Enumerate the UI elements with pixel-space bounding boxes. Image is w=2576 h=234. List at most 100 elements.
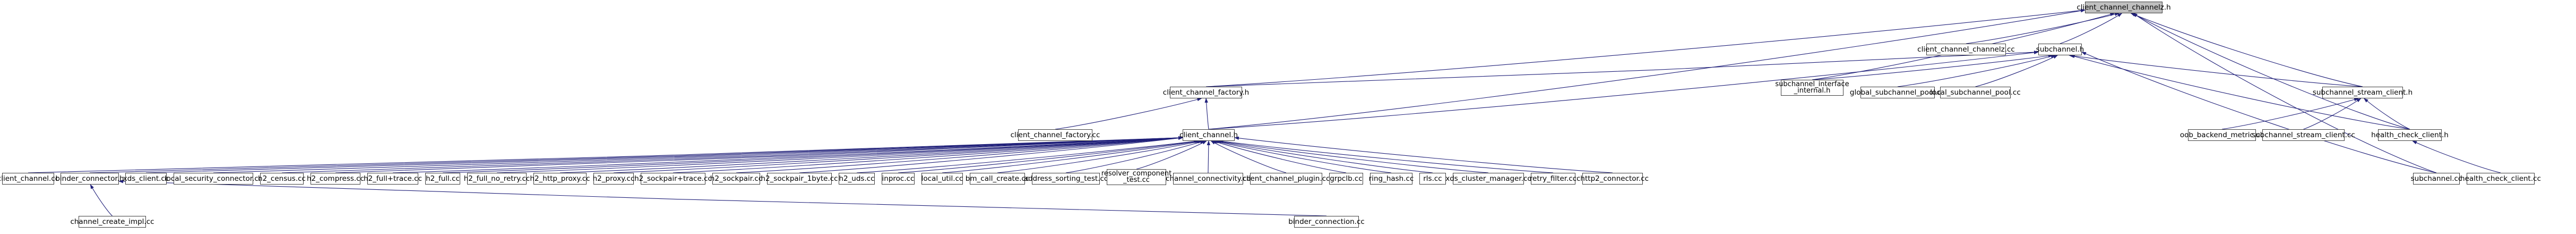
graph-edge bbox=[392, 136, 1183, 173]
graph-node-label: client_channel_factory.cc bbox=[1010, 130, 1100, 139]
graph-node[interactable]: bm_call_create.cc bbox=[966, 173, 1029, 185]
graph-node[interactable]: xds_cluster_manager.cc bbox=[1445, 173, 1531, 185]
graph-node[interactable]: channel_connectivity.cc bbox=[1166, 173, 1251, 185]
graph-node[interactable]: h2_http_proxy.cc bbox=[530, 173, 590, 185]
graph-node-label: grpclb.cc bbox=[1330, 174, 1363, 183]
graph-edge bbox=[89, 136, 1183, 173]
graph-node-label: h2_sockpair+trace.cc bbox=[634, 174, 712, 183]
graph-node[interactable]: subchannel_interface_internal.h bbox=[1775, 80, 1849, 96]
graph-node[interactable]: global_subchannel_pool.cc bbox=[1850, 87, 1945, 98]
graph-node-label: xds_cluster_manager.cc bbox=[1445, 174, 1531, 183]
graph-node-label: channel_create_impl.cc bbox=[70, 217, 154, 226]
graph-node-label: chttp2_connector.cc bbox=[1576, 174, 1649, 183]
graph-node-label: binder_connector.h bbox=[55, 174, 124, 183]
graph-node[interactable]: client_channel_factory.h bbox=[1163, 87, 1249, 98]
graph-edge bbox=[2132, 13, 2410, 130]
graph-node[interactable]: ring_hash.cc bbox=[1368, 173, 1414, 185]
graph-node[interactable]: h2_compress.cc bbox=[307, 173, 364, 185]
graph-node[interactable]: rls.cc bbox=[1419, 173, 1446, 185]
graph-node[interactable]: subchannel_stream_client.h bbox=[2313, 87, 2413, 98]
graph-node-label: address_sorting_test.cc bbox=[1023, 174, 1108, 183]
graph-node[interactable]: health_check_client.cc bbox=[2460, 173, 2541, 185]
graph-node-label: xds_client.cc bbox=[123, 174, 169, 183]
graph-node[interactable]: h2_proxy.cc bbox=[593, 173, 634, 185]
graph-node-label: rls.cc bbox=[1423, 174, 1442, 183]
graph-edge bbox=[2081, 52, 2437, 173]
graph-node[interactable]: xds_client.cc bbox=[123, 173, 169, 185]
graph-node[interactable]: client_channel_channelz.h bbox=[2077, 2, 2171, 13]
graph-node-label: client_channel_factory.h bbox=[1162, 88, 1250, 97]
graph-node[interactable]: h2_full.cc bbox=[425, 173, 460, 185]
graph-edge bbox=[90, 184, 113, 216]
graph-node-label: ring_hash.cc bbox=[1368, 174, 1414, 183]
graph-node-label: h2_sockpair_1byte.cc bbox=[761, 174, 838, 183]
graph-node[interactable]: h2_uds.cc bbox=[839, 173, 875, 185]
graph-node[interactable]: h2_full_no_retry.cc bbox=[464, 173, 530, 185]
graph-node[interactable]: address_sorting_test.cc bbox=[1024, 173, 1108, 185]
graph-node-label: subchannel.cc bbox=[2410, 174, 2462, 183]
graph-node[interactable]: subchannel_stream_client.cc bbox=[2252, 129, 2355, 141]
graph-edge bbox=[28, 136, 1183, 173]
graph-node-label: h2_full.cc bbox=[426, 174, 460, 183]
graph-edge bbox=[997, 140, 1203, 173]
graph-node-label: health_check_client.h bbox=[2371, 130, 2449, 139]
graph-edge bbox=[1214, 140, 1433, 173]
graph-node[interactable]: chttp2_connector.cc bbox=[1576, 173, 1649, 185]
graph-node-label: retry_filter.cc bbox=[1529, 174, 1577, 183]
graph-node-label: local_security_connector.cc bbox=[164, 174, 263, 183]
graph-edge bbox=[942, 140, 1201, 173]
graph-edge bbox=[1975, 55, 2058, 87]
graph-node-label: client_channel.h bbox=[1179, 130, 1238, 139]
graph-node[interactable]: local_subchannel_pool.cc bbox=[1930, 87, 2021, 98]
graph-node[interactable]: subchannel.h bbox=[2036, 44, 2084, 55]
graph-node[interactable]: retry_filter.cc bbox=[1529, 173, 1577, 185]
graph-edge bbox=[1207, 140, 1211, 173]
graph-node[interactable]: h2_sockpair_1byte.cc bbox=[761, 173, 838, 185]
graph-node[interactable]: grpclb.cc bbox=[1329, 173, 1363, 185]
graph-node[interactable]: client_channel_channelz.cc bbox=[1917, 44, 2015, 55]
graph-node[interactable]: binder_connection.cc bbox=[1288, 216, 1365, 228]
graph-edge bbox=[2130, 13, 2363, 87]
graph-node[interactable]: resolver_component_test.cc bbox=[1101, 169, 1171, 185]
graph-node[interactable]: inproc.cc bbox=[882, 173, 915, 185]
graph-node-label: _internal.h bbox=[1794, 87, 1831, 95]
graph-node-label: h2_sockpair.cc bbox=[710, 174, 763, 183]
graph-edge bbox=[118, 179, 1327, 216]
graph-node[interactable]: client_channel_plugin.cc bbox=[1243, 173, 1330, 185]
graph-node[interactable]: client_channel_factory.cc bbox=[1011, 129, 1100, 141]
graph-node[interactable]: subchannel.cc bbox=[2410, 173, 2462, 185]
graph-edge bbox=[613, 136, 1183, 173]
graph-node[interactable]: binder_connector.h bbox=[55, 173, 124, 185]
graph-node[interactable]: local_security_connector.cc bbox=[165, 173, 262, 185]
graph-node-label: client_channel_channelz.h bbox=[2077, 3, 2171, 12]
graph-node-label: inproc.cc bbox=[882, 174, 915, 183]
graph-edge bbox=[213, 136, 1183, 173]
graph-node-label: channel_connectivity.cc bbox=[1166, 174, 1251, 183]
graph-node[interactable]: oob_backend_metric.cc bbox=[2180, 129, 2264, 141]
graph-node[interactable]: h2_full+trace.cc bbox=[364, 173, 422, 185]
graph-node[interactable]: h2_sockpair.cc bbox=[710, 173, 763, 185]
graph-edge bbox=[1065, 140, 1205, 173]
graph-edge bbox=[442, 136, 1183, 173]
graph-edge bbox=[1897, 54, 2056, 87]
graph-node[interactable]: client_channel.cc bbox=[0, 173, 59, 185]
graph-node-label: subchannel.h bbox=[2036, 45, 2084, 54]
graph-node[interactable]: channel_create_impl.cc bbox=[70, 216, 154, 228]
graph-node[interactable]: client_channel.h bbox=[1179, 129, 1238, 141]
graph-edge bbox=[1966, 12, 2120, 44]
graph-node-label: h2_compress.cc bbox=[306, 174, 365, 183]
graph-edge bbox=[145, 136, 1183, 173]
graph-node[interactable]: h2_census.cc bbox=[258, 173, 306, 185]
graph-node[interactable]: local_util.cc bbox=[921, 173, 963, 185]
graph-edge bbox=[2221, 98, 2359, 130]
graph-edge bbox=[559, 136, 1183, 173]
graph-edge bbox=[1216, 140, 1489, 173]
graph-edge bbox=[335, 136, 1183, 173]
graph-edge bbox=[1055, 97, 1202, 130]
graph-edge bbox=[2060, 13, 2123, 44]
graph-edge bbox=[1208, 9, 2086, 130]
graph-node-label: _test.cc bbox=[1123, 176, 1150, 184]
graph-node[interactable]: health_check_client.h bbox=[2371, 129, 2449, 141]
graph-node-label: h2_census.cc bbox=[258, 174, 306, 183]
graph-node[interactable]: h2_sockpair+trace.cc bbox=[634, 173, 712, 185]
